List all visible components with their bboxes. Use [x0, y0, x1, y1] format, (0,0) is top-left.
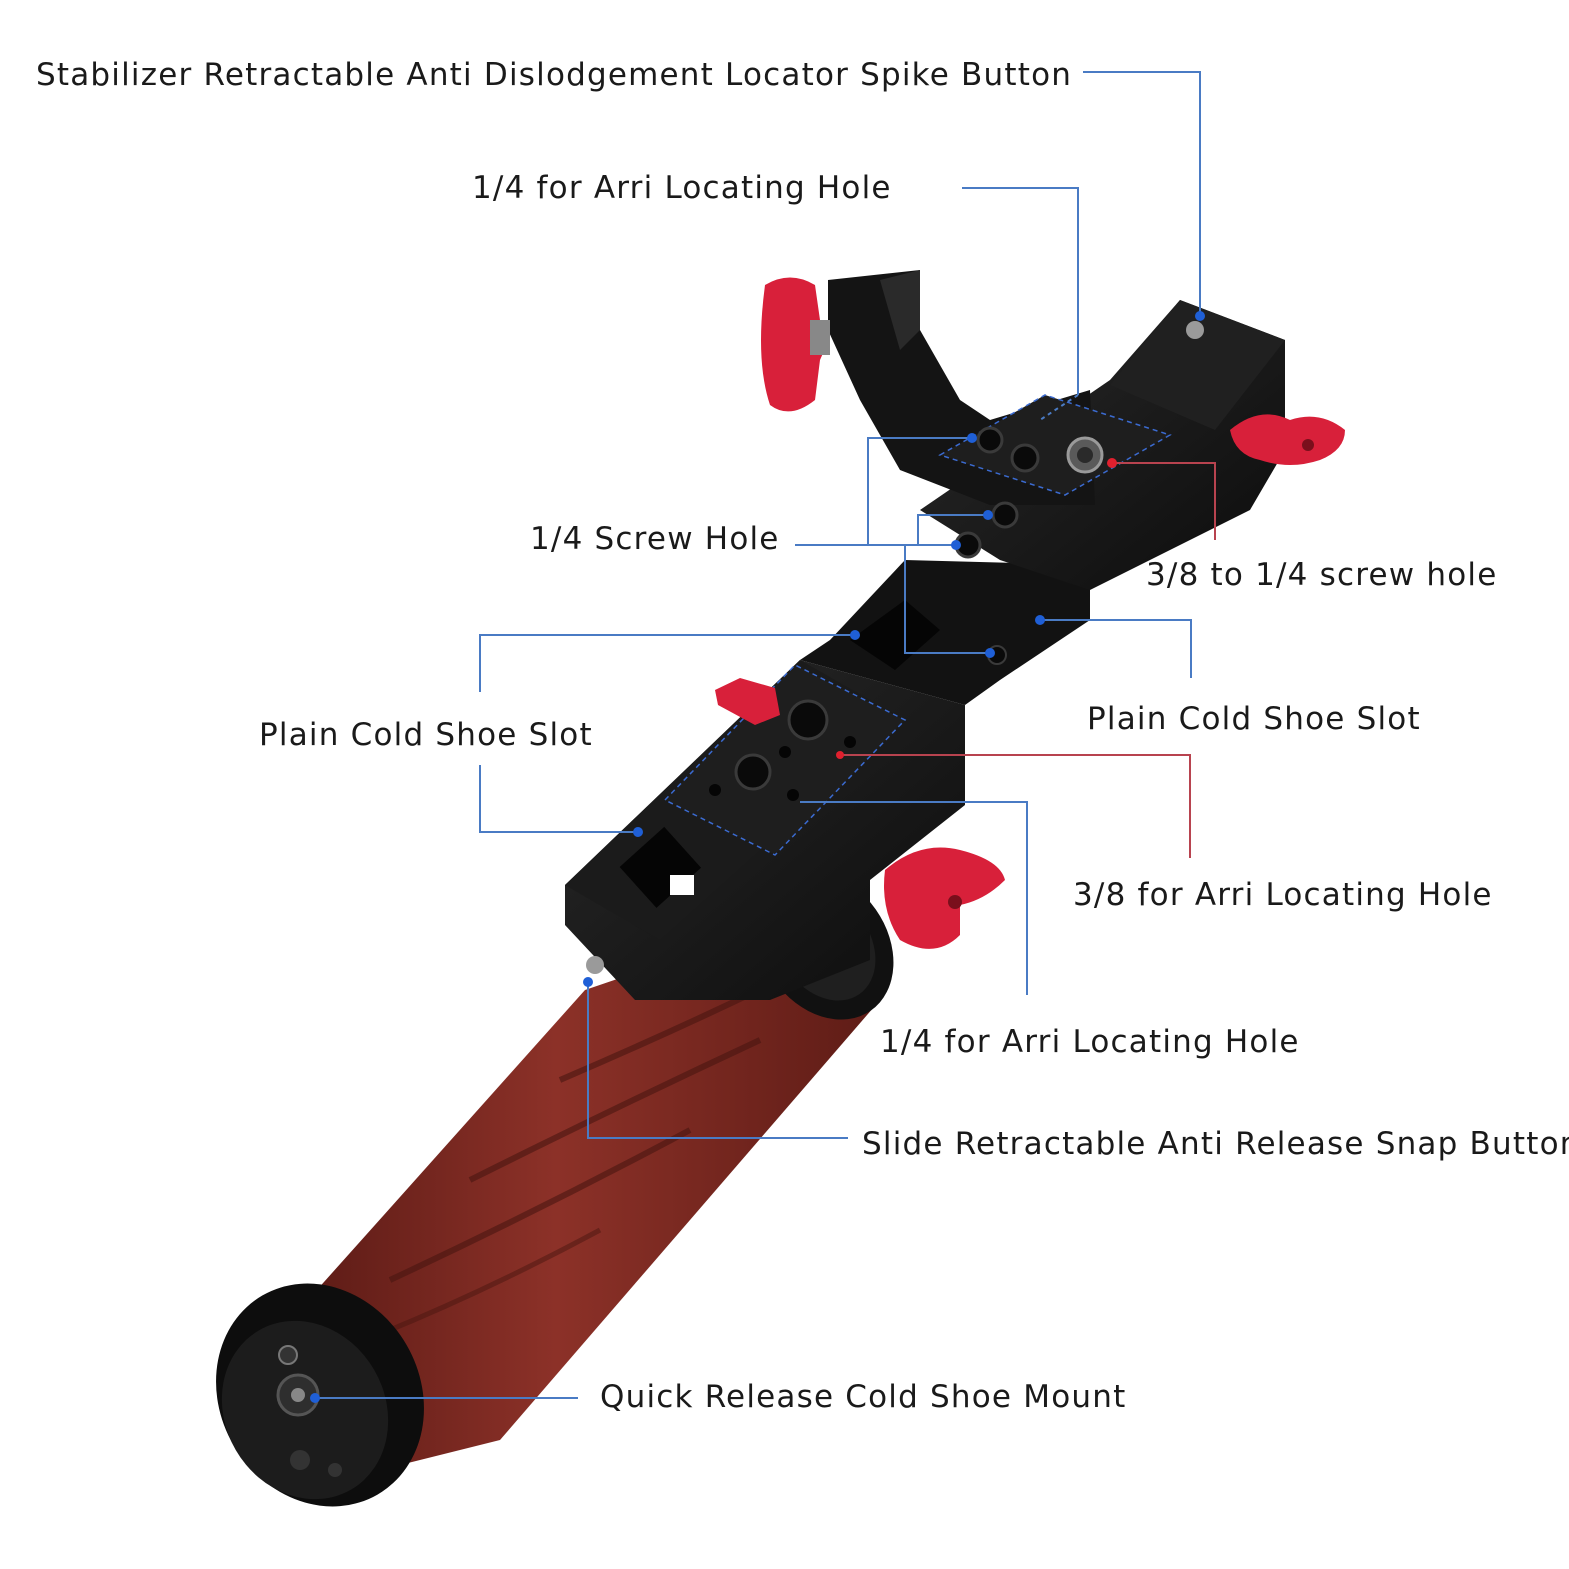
- leader-screw-hole-4: [904, 545, 990, 654]
- leader-screw-hole-1: [795, 437, 972, 546]
- label-cold-shoe-left: Plain Cold Shoe Slot: [259, 717, 593, 753]
- label-stabilizer-spike: Stabilizer Retractable Anti Dislodgement…: [36, 57, 1073, 93]
- leader-stabilizer-spike: [1083, 71, 1201, 316]
- label-cold-shoe-right: Plain Cold Shoe Slot: [1087, 701, 1421, 737]
- label-screw-hole-quarter: 1/4 Screw Hole: [530, 521, 780, 557]
- leader-arri-38: [840, 754, 1191, 858]
- leader-snap-button: [587, 982, 848, 1139]
- end-cap: [216, 1283, 424, 1507]
- leader-cold-shoe-left-bottom: [479, 765, 638, 833]
- leader-arri-bottom: [800, 801, 1028, 995]
- screw-holes: [709, 426, 1104, 801]
- label-snap-button: Slide Retractable Anti Release Snap Butt…: [862, 1126, 1569, 1162]
- label-arri-hole-38: 3/8 for Arri Locating Hole: [1073, 877, 1493, 913]
- label-screw-hole-38-to-14: 3/8 to 1/4 screw hole: [1146, 557, 1498, 593]
- label-quick-release: Quick Release Cold Shoe Mount: [600, 1379, 1127, 1415]
- leader-cold-shoe-right: [1040, 619, 1192, 678]
- leader-38-to-14: [1112, 462, 1216, 540]
- red-leader-lines: [840, 462, 1216, 858]
- red-knobs: [586, 277, 1345, 974]
- label-arri-hole-top: 1/4 for Arri Locating Hole: [472, 170, 892, 206]
- leader-lines: [315, 71, 1201, 1399]
- leader-arri-top: [962, 187, 1079, 395]
- leader-cold-shoe-left-top: [479, 634, 855, 692]
- callout-dots: [310, 311, 1205, 1403]
- label-arri-hole-bottom: 1/4 for Arri Locating Hole: [880, 1024, 1300, 1060]
- leader-screw-hole-3: [917, 514, 988, 545]
